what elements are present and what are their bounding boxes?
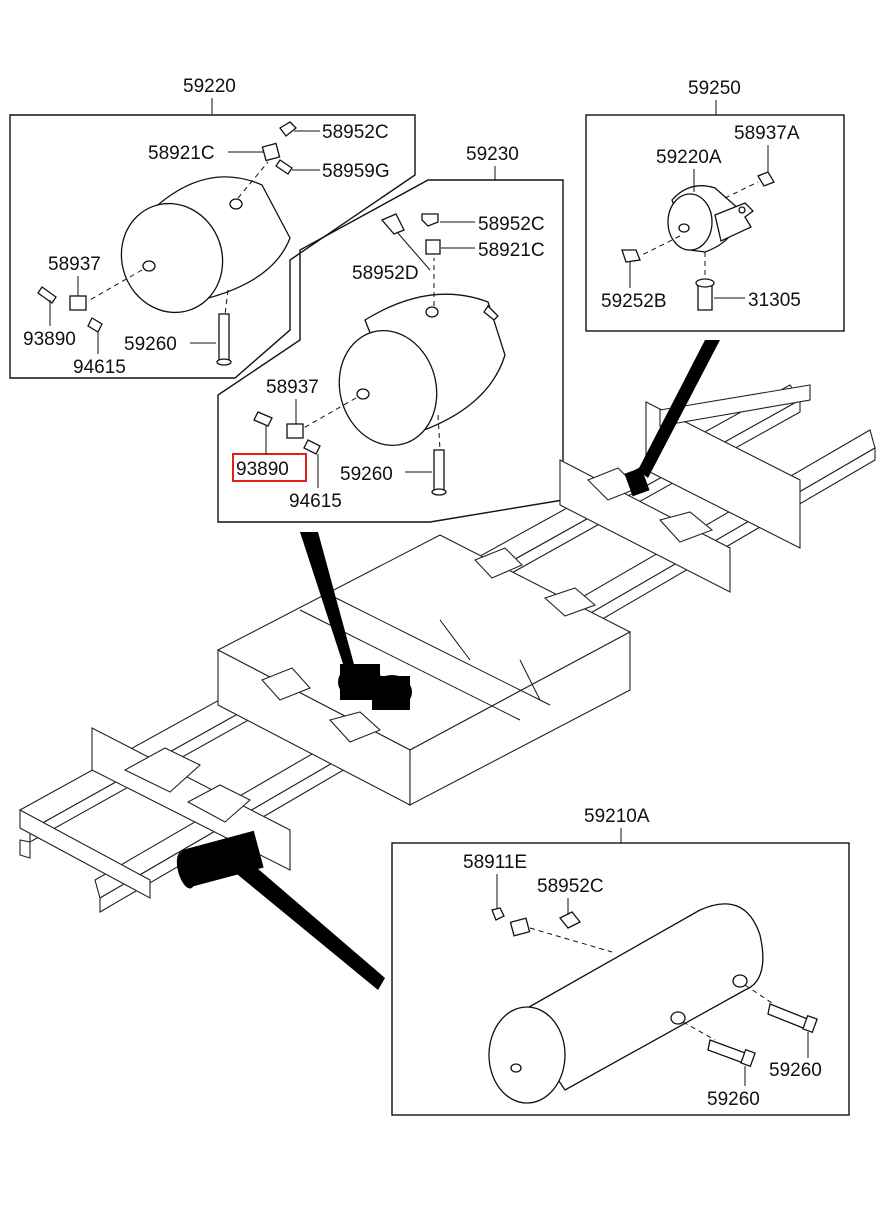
label-59260: 59260 bbox=[124, 334, 177, 355]
highlight-box-93890 bbox=[232, 453, 307, 482]
bolt-icon bbox=[87, 317, 103, 333]
fittings-59220 bbox=[37, 121, 297, 366]
label-58937: 58937 bbox=[48, 254, 101, 275]
label-58921C-b: 58921C bbox=[478, 240, 545, 261]
label-93890: 93890 bbox=[23, 329, 76, 350]
fittings-59210A bbox=[491, 907, 818, 1068]
callout-59250 bbox=[638, 340, 720, 478]
fitting-cap-icon bbox=[621, 249, 641, 263]
fitting-cap-icon bbox=[421, 213, 439, 227]
label-58921C: 58921C bbox=[148, 143, 215, 164]
air-tank-59210A bbox=[488, 903, 776, 1104]
label-58952C: 58952C bbox=[322, 122, 389, 143]
elbow-fitting-icon bbox=[261, 142, 281, 162]
air-chamber-59220A bbox=[641, 181, 759, 282]
label-59220A: 59220A bbox=[656, 147, 722, 168]
group-59210A: 59210A 58911E 58952C 59260 59260 bbox=[391, 806, 850, 1116]
valve-block-icon bbox=[286, 423, 304, 439]
strap-bolt-icon bbox=[433, 449, 445, 493]
bolt-icon bbox=[303, 439, 321, 455]
chassis-tanks bbox=[176, 467, 650, 889]
group-59220: 59220 58952C 58921C 58959G bbox=[9, 76, 416, 379]
group-59250-title: 59250 bbox=[688, 78, 741, 99]
callout-pointers bbox=[232, 340, 720, 990]
group-59230-frame bbox=[217, 179, 564, 523]
label-31305: 31305 bbox=[748, 290, 801, 311]
bolt-icon bbox=[757, 171, 775, 187]
group-59210A-title: 59210A bbox=[584, 806, 650, 827]
label-58952D: 58952D bbox=[352, 263, 419, 284]
label-58952C-c: 58952C bbox=[537, 876, 604, 897]
label-58911E: 58911E bbox=[463, 852, 527, 873]
label-94615-b: 94615 bbox=[289, 491, 342, 512]
fitting-cap-icon bbox=[558, 911, 582, 929]
label-58937-b: 58937 bbox=[266, 377, 319, 398]
fitting-cap-icon bbox=[279, 121, 297, 137]
label-58952C-b: 58952C bbox=[478, 214, 545, 235]
air-tank-59220 bbox=[89, 161, 291, 316]
elbow-fitting-icon bbox=[509, 917, 531, 937]
drain-plug-icon bbox=[253, 411, 273, 427]
strap-bolt-icon bbox=[218, 313, 230, 363]
chassis-frame bbox=[19, 384, 876, 913]
group-59230: 59230 58952C 58921C 58952D bbox=[217, 144, 564, 523]
group-59250-frame bbox=[585, 114, 845, 332]
group-59220-title: 59220 bbox=[183, 76, 236, 97]
callout-59210A bbox=[232, 862, 385, 990]
group-59250: 59250 58937A 59220A 59252B 31305 bbox=[585, 78, 845, 332]
fittings-59230 bbox=[253, 213, 447, 496]
label-93890-b: 93890 bbox=[236, 459, 289, 480]
label-59252B: 59252B bbox=[601, 291, 667, 312]
air-tank-59230 bbox=[299, 258, 506, 451]
label-94615: 94615 bbox=[73, 357, 126, 378]
fittings-59250 bbox=[621, 171, 775, 311]
label-58959G: 58959G bbox=[322, 161, 390, 182]
callout-59230 bbox=[300, 532, 355, 670]
label-59260-c: 59260 bbox=[769, 1060, 822, 1081]
valve-block-icon bbox=[69, 295, 87, 311]
label-59260-d: 59260 bbox=[707, 1089, 760, 1110]
drain-plug-icon bbox=[37, 286, 57, 304]
group-59230-title: 59230 bbox=[466, 144, 519, 165]
group-59220-frame bbox=[9, 114, 416, 379]
drain-valve-icon bbox=[491, 907, 505, 921]
label-59260-b: 59260 bbox=[340, 464, 393, 485]
elbow-fitting-icon bbox=[380, 213, 405, 235]
connector-icon bbox=[275, 159, 293, 175]
group-59210A-frame bbox=[391, 842, 850, 1116]
elbow-fitting-icon bbox=[425, 239, 441, 255]
label-58937A: 58937A bbox=[734, 123, 800, 144]
